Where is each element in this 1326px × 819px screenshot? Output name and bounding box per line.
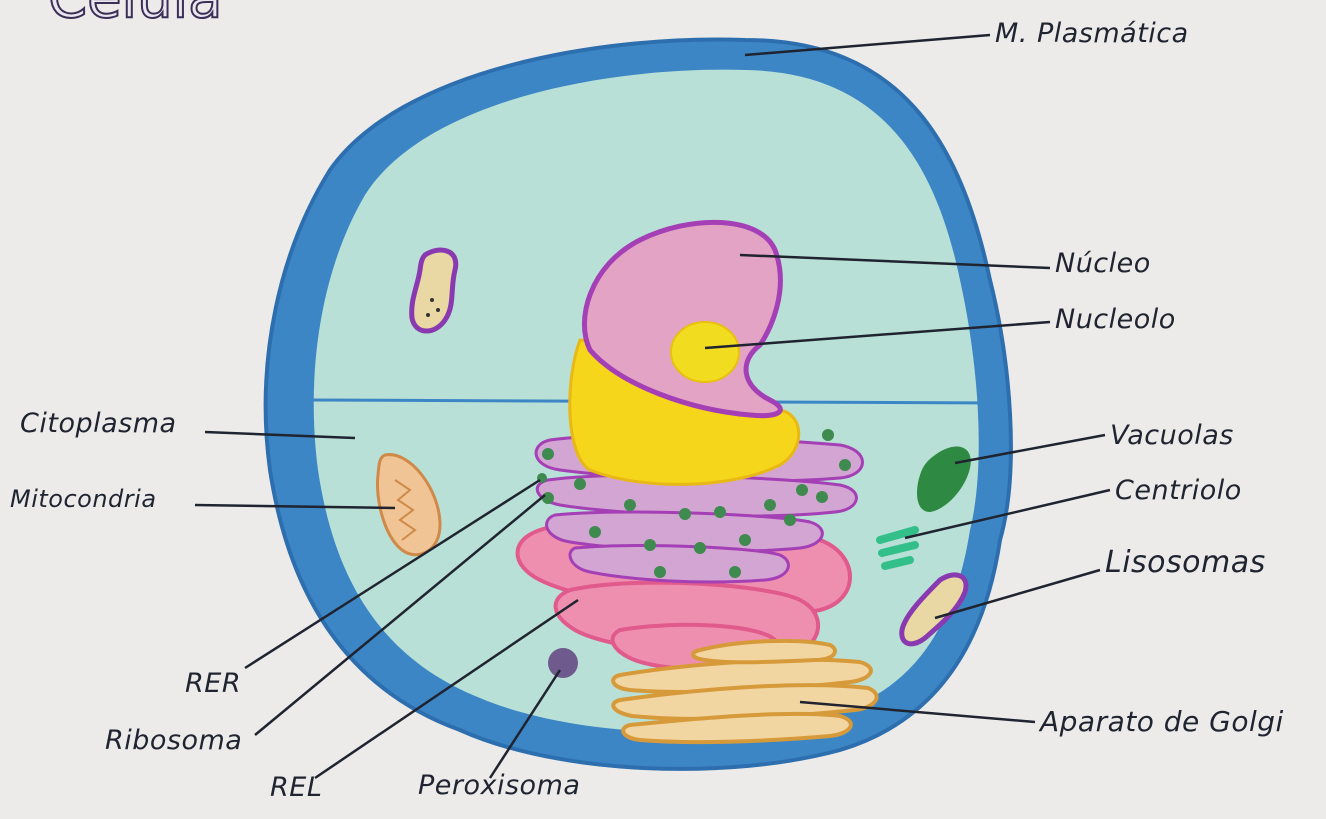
peroxisome — [548, 648, 578, 678]
label-ber: RER — [185, 668, 241, 699]
label-vacuolas: Vacuolas — [1110, 420, 1234, 451]
nucleolus — [671, 322, 739, 382]
label-nucleolo: Nucleolo — [1055, 304, 1176, 335]
label-bel: REL — [270, 772, 322, 803]
label-ribosoma: Ribosoma — [105, 725, 242, 756]
label-centriolo: Centriolo — [1115, 475, 1242, 506]
label-nucleo: Núcleo — [1055, 248, 1151, 279]
label-membrana: M. Plasmática — [995, 18, 1189, 49]
label-lisosomas: Lisosomas — [1105, 545, 1266, 580]
diagram-title: Célula — [48, 0, 222, 31]
label-peroxisoma: Peroxisoma — [418, 770, 580, 801]
label-citoplasma: Citoplasma — [20, 408, 177, 439]
label-mitocondria: Mitocondria — [10, 485, 157, 513]
label-golgi: Aparato de Golgi — [1040, 705, 1284, 738]
